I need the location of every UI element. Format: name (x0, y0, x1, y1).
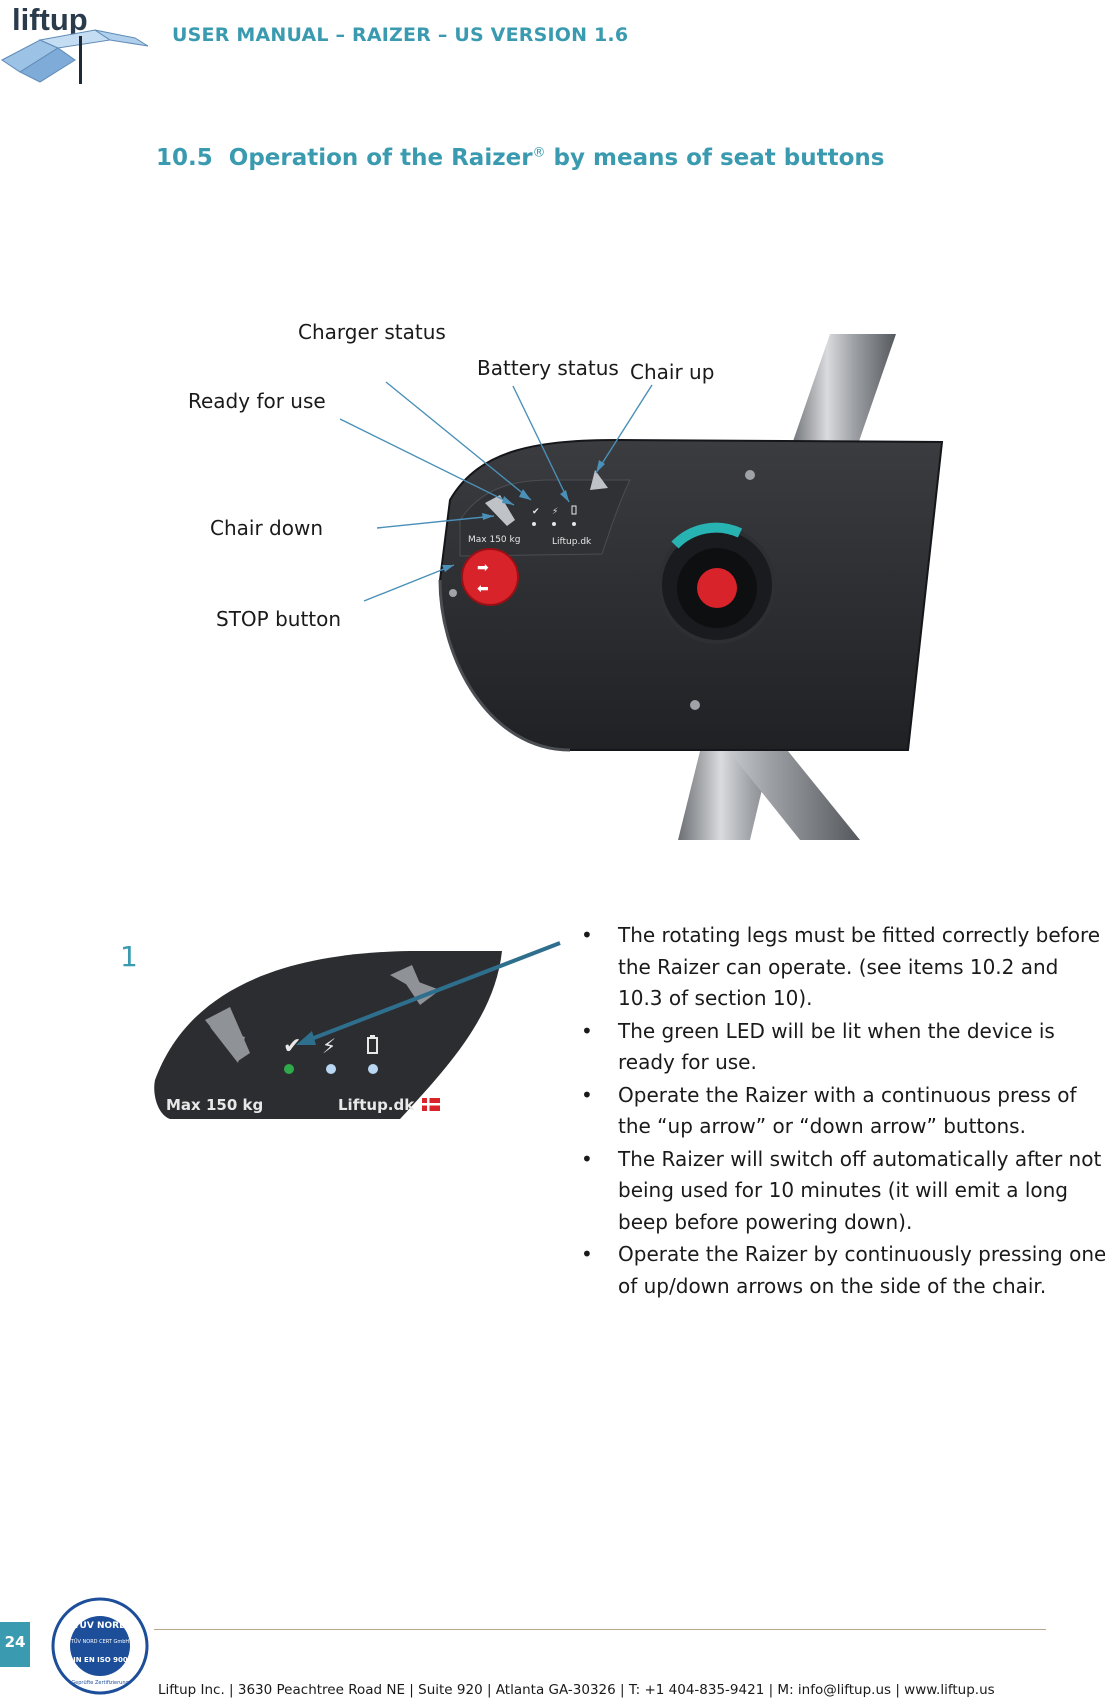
instruction-list: • The rotating legs must be fitted correc… (577, 920, 1105, 1303)
document-header-title: USER MANUAL – RAIZER – US VERSION 1.6 (172, 24, 629, 46)
footer-divider (154, 1629, 1046, 1630)
bullet-symbol: • (581, 1082, 593, 1107)
panel-brand: Liftup.dk (338, 1096, 415, 1114)
list-item-text: Operate the Raizer with a continuous pre… (618, 1082, 1077, 1139)
led-pointer-arrow (296, 941, 561, 1045)
list-item: • The green LED will be lit when the devi… (577, 1016, 1105, 1079)
raizer-seat-illustration: ✔ ⚡ Max 150 kg Liftup.dk ➡ ⬅ (420, 330, 960, 840)
svg-text:⚡: ⚡ (322, 1034, 336, 1058)
callout-charger-status: Charger status (298, 320, 446, 344)
seal-sub-text: Geprüfte Zertifizierung (71, 1680, 128, 1686)
seal-bottom-text: DIN EN ISO 9001 (67, 1656, 132, 1664)
list-item: • Operate the Raizer by continuously pres… (577, 1239, 1105, 1302)
bullet-symbol: • (581, 923, 593, 947)
list-item-text: Operate the Raizer by continuously press… (618, 1242, 1105, 1298)
list-item: • Operate the Raizer with a continuous pr… (577, 1080, 1105, 1143)
list-item: • The rotating legs must be fitted correc… (577, 920, 1105, 1015)
callout-chair-down: Chair down (210, 516, 323, 540)
svg-text:⚡: ⚡ (552, 507, 558, 517)
bullet-symbol: • (581, 1018, 593, 1043)
callout-battery-status: Battery status (477, 356, 619, 380)
panel-max-load-small: Max 150 kg (468, 535, 520, 545)
bullet-symbol: • (581, 1242, 593, 1266)
seal-top-text: TÜV NORD (73, 1620, 126, 1631)
svg-text:✔: ✔ (532, 507, 540, 517)
list-item-text: The Raizer will switch off automatically… (618, 1146, 1102, 1234)
registered-mark: ® (532, 145, 546, 161)
svg-text:✔: ✔ (283, 1034, 301, 1059)
footer-contact: Liftup Inc. | 3630 Peachtree Road NE | S… (158, 1682, 995, 1698)
svg-text:⬅: ⬅ (477, 581, 489, 597)
list-item: • The Raizer will switch off automaticall… (577, 1144, 1105, 1239)
led-ready (284, 1064, 294, 1074)
figure-number: 1 (120, 940, 138, 973)
logo-wordmark: liftup (12, 2, 88, 37)
section-number: 10.5 (156, 145, 213, 171)
page-number: 24 (0, 1622, 30, 1667)
list-item-text: The green LED will be lit when the devic… (618, 1018, 1055, 1075)
led-battery (368, 1064, 378, 1074)
callout-stop-button: STOP button (216, 607, 342, 631)
bullet-symbol: • (581, 1146, 593, 1171)
callout-chair-up: Chair up (630, 360, 715, 384)
section-title-rest: by means of seat buttons (545, 145, 885, 171)
panel-brand-small: Liftup.dk (552, 537, 592, 547)
control-panel-closeup: ✔ ⚡ Max 150 kg Liftup.dk (150, 945, 570, 1125)
led-charger (326, 1064, 336, 1074)
seal-mid-text: TÜV NORD CERT GmbH (70, 1638, 130, 1645)
svg-text:➡: ➡ (477, 560, 489, 576)
panel-max-load: Max 150 kg (166, 1096, 263, 1114)
liftup-logo: liftup (0, 0, 150, 90)
list-item-text: The rotating legs must be fitted correct… (618, 923, 1101, 1010)
section-title-main: Operation of the Raizer (228, 145, 533, 171)
callout-ready-for-use: Ready for use (188, 389, 326, 413)
section-heading: 10.5 Operation of the Raizer® by means o… (156, 145, 885, 171)
tuv-certification-seal: TÜV NORD TÜV NORD CERT GmbH DIN EN ISO 9… (50, 1596, 150, 1696)
stop-button[interactable] (461, 548, 519, 606)
